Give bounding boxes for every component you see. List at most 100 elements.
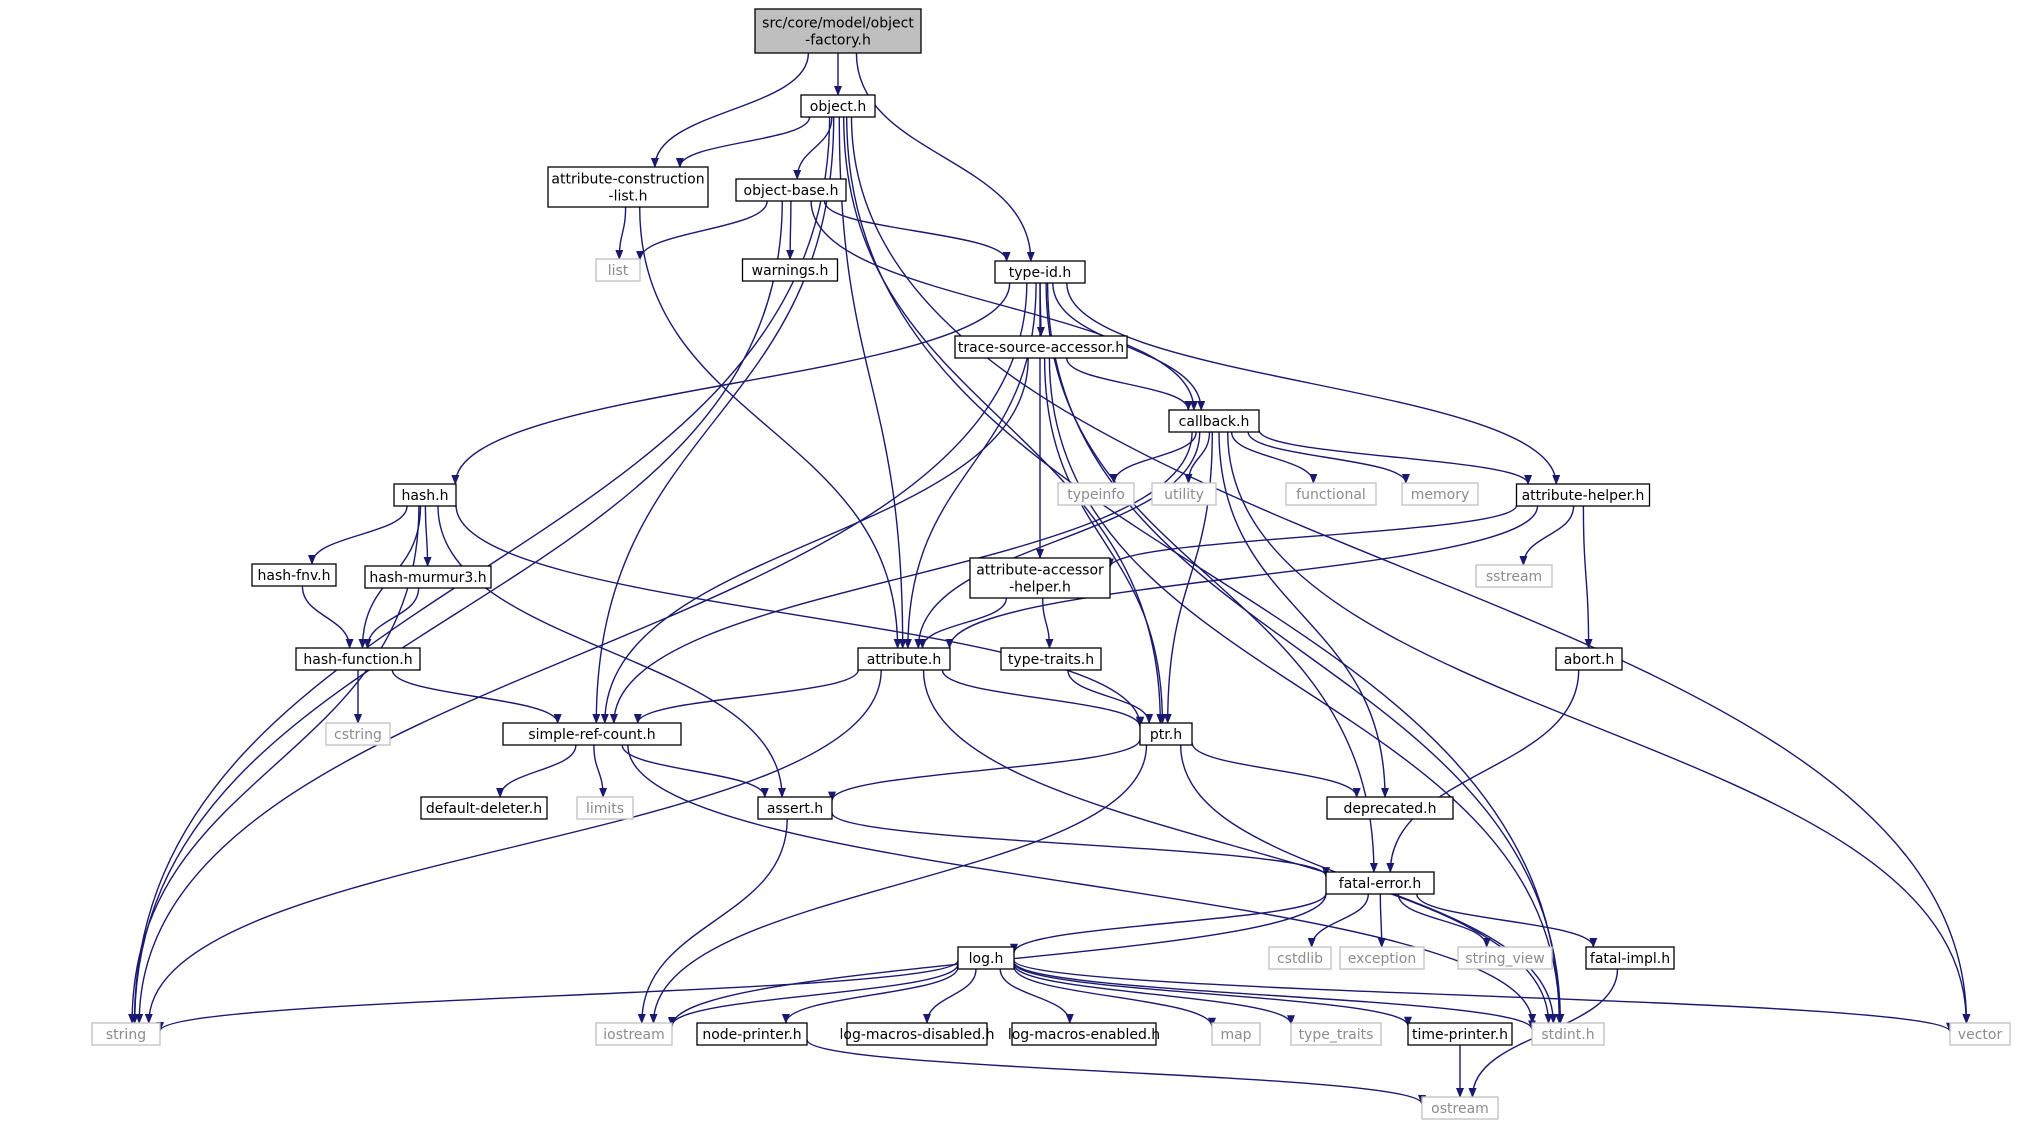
node-functional: functional: [1285, 482, 1377, 506]
node-typetraitsh[interactable]: type-traits.h: [1000, 647, 1102, 671]
node-hashmm[interactable]: hash-murmur3.h: [364, 565, 492, 589]
edge-typeid-to-athelper: [1066, 282, 1561, 485]
edge-objbase-to-string: [130, 200, 783, 1024]
edge-object-to-src: [592, 116, 835, 724]
node-objbase[interactable]: object-base.h: [735, 178, 847, 202]
node-box-aah: [969, 557, 1111, 599]
edge-callback-to-vector: [1227, 431, 1971, 1024]
edge-ptr-to-deprecated: [1191, 742, 1361, 798]
edge-attribute-to-ptr: [941, 669, 1144, 728]
edge-log-to-lmd: [923, 968, 977, 1024]
node-box-root: [754, 8, 922, 54]
node-label-iostream: iostream: [603, 1027, 665, 1043]
node-aah[interactable]: attribute-accessor-helper.h: [969, 557, 1111, 599]
node-label-assert: assert.h: [767, 801, 823, 817]
node-box-stdint: [1531, 1022, 1605, 1046]
edge-objbase-to-callback: [810, 200, 1198, 411]
node-box-iostream: [595, 1022, 673, 1046]
node-box-timeprinter: [1407, 1022, 1513, 1046]
node-type_traits: type_traits: [1290, 1022, 1382, 1046]
edge-athelper-to-abort: [1582, 505, 1593, 649]
node-ptr[interactable]: ptr.h: [1139, 722, 1193, 746]
node-label-log: log.h: [969, 951, 1004, 967]
node-string_view: string_view: [1457, 946, 1553, 970]
edge-root-to-acl: [650, 52, 810, 168]
edge-objbase-to-typeid: [823, 200, 1011, 262]
edge-log-to-stdint: [1013, 961, 1536, 1031]
node-box-hashfn: [295, 647, 421, 671]
edge-nodeprinter-to-ostream: [806, 1039, 1426, 1105]
node-label-string_view: string_view: [1465, 951, 1544, 967]
node-hash[interactable]: hash.h: [393, 483, 457, 507]
node-label-ptr: ptr.h: [1150, 727, 1182, 743]
node-box-abort: [1555, 647, 1623, 671]
node-memory: memory: [1401, 482, 1479, 506]
node-log[interactable]: log.h: [957, 946, 1015, 970]
node-label-lme: log-macros-enabled.h: [1008, 1027, 1160, 1043]
node-box-acl: [547, 166, 709, 208]
edge-athelper-to-sstream: [1519, 505, 1575, 566]
node-box-limits: [576, 796, 634, 820]
node-box-attribute: [857, 647, 951, 671]
node-label-sstream: sstream: [1486, 569, 1542, 585]
node-hashfnv[interactable]: hash-fnv.h: [251, 563, 337, 587]
node-box-fatal: [1325, 871, 1435, 895]
node-fatalimpl[interactable]: fatal-impl.h: [1585, 946, 1675, 970]
node-label-object: object.h: [810, 99, 866, 115]
node-label-hash: hash.h: [402, 488, 449, 504]
node-root[interactable]: src/core/model/object-factory.h: [754, 8, 922, 54]
node-acl[interactable]: attribute-construction-list.h: [547, 166, 709, 208]
node-lme[interactable]: log-macros-enabled.h: [1008, 1022, 1160, 1046]
node-object[interactable]: object.h: [800, 94, 876, 118]
node-box-vector: [1949, 1022, 2011, 1046]
edge-typeid-to-string: [135, 282, 1028, 1024]
node-deprecated[interactable]: deprecated.h: [1326, 796, 1454, 820]
edge-callback-to-functional: [1230, 431, 1318, 484]
node-defdel[interactable]: default-deleter.h: [420, 796, 548, 820]
node-warnings[interactable]: warnings.h: [741, 258, 839, 282]
node-box-athelper: [1515, 483, 1651, 507]
node-box-hashmm: [364, 565, 492, 589]
edge-aah-to-typetraitsh: [1042, 597, 1054, 649]
node-box-hash: [393, 483, 457, 507]
edge-object-to-objbase: [793, 116, 833, 180]
edge-log-to-type_traits: [1013, 963, 1295, 1026]
node-box-memory: [1401, 482, 1479, 506]
node-typeid[interactable]: type-id.h: [994, 260, 1086, 284]
node-hashfn[interactable]: hash-function.h: [295, 647, 421, 671]
edge-callback-to-ptr: [1163, 431, 1213, 724]
node-map: map: [1211, 1022, 1261, 1046]
edge-callback-to-memory: [1247, 431, 1410, 484]
edge-hashmm-to-hashfn: [363, 587, 420, 649]
node-label-abort: abort.h: [1564, 652, 1615, 668]
node-box-lme: [1011, 1022, 1157, 1046]
edge-ptr-to-assert: [828, 738, 1141, 802]
node-lmd[interactable]: log-macros-disabled.h: [840, 1022, 995, 1046]
node-label-timeprinter: time-printer.h: [1412, 1027, 1508, 1043]
edge-src-to-defdel: [496, 744, 577, 798]
node-box-typeid: [994, 260, 1086, 284]
node-athelper[interactable]: attribute-helper.h: [1515, 483, 1651, 507]
node-label-exception: exception: [1348, 951, 1416, 967]
node-attribute[interactable]: attribute.h: [857, 647, 951, 671]
node-abort[interactable]: abort.h: [1555, 647, 1623, 671]
node-tsa[interactable]: trace-source-accessor.h: [954, 335, 1128, 359]
edge-src-to-limits: [593, 744, 608, 798]
edge-hash-to-hashfnv: [308, 505, 408, 565]
node-box-hashfnv: [251, 563, 337, 587]
edge-attribute-to-src: [633, 669, 859, 724]
node-label-fatal: fatal-error.h: [1339, 876, 1421, 892]
edge-tsa-to-stdint: [1048, 357, 1564, 1024]
node-box-log: [957, 946, 1015, 970]
node-label-cstdlib: cstdlib: [1277, 951, 1323, 967]
node-assert[interactable]: assert.h: [757, 796, 833, 820]
node-nodeprinter[interactable]: node-printer.h: [696, 1022, 808, 1046]
node-callback[interactable]: callback.h: [1168, 409, 1260, 433]
edge-log-to-map: [1013, 966, 1216, 1028]
node-timeprinter[interactable]: time-printer.h: [1407, 1022, 1513, 1046]
edge-object-to-stdint: [846, 116, 1564, 1024]
edge-objbase-to-list: [636, 200, 768, 261]
node-box-warnings: [741, 258, 839, 282]
node-src[interactable]: simple-ref-count.h: [502, 722, 682, 746]
node-fatal[interactable]: fatal-error.h: [1325, 871, 1435, 895]
